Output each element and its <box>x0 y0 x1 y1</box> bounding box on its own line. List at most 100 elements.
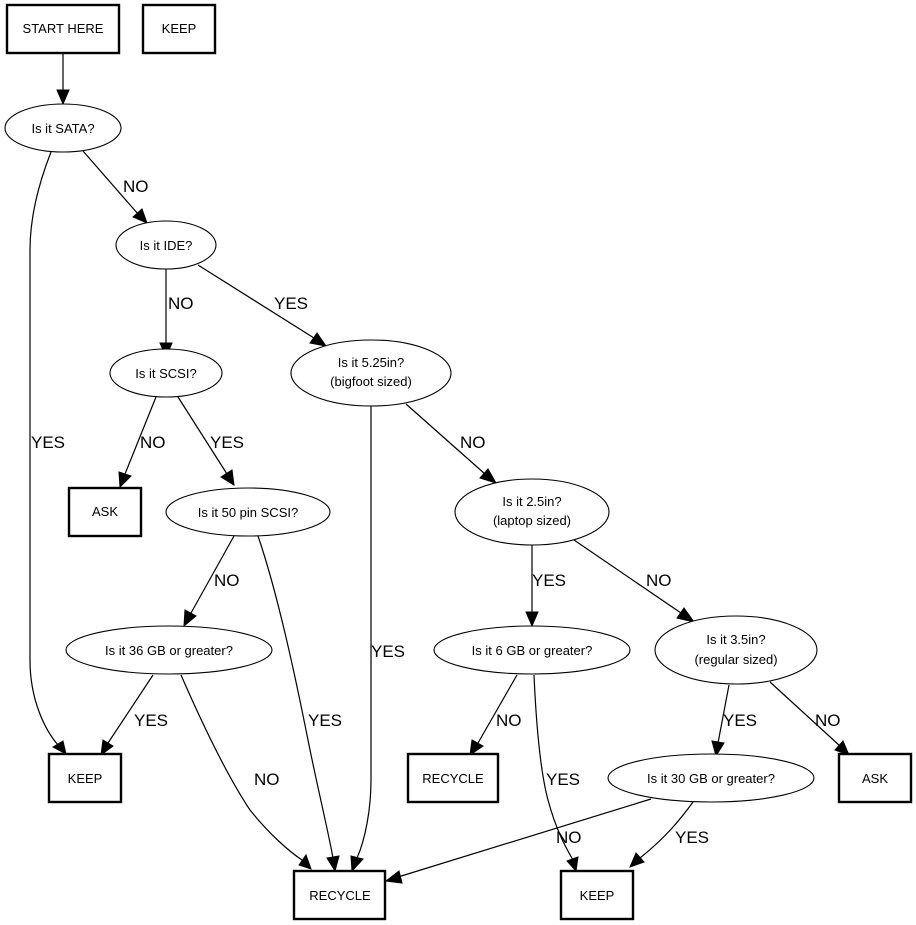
node-is-it-50-pin-scsi[interactable]: Is it 50 pin SCSI? <box>165 487 331 537</box>
edge-label-yes: YES <box>31 433 65 452</box>
edge-regular-gb30 <box>717 684 730 744</box>
arrowhead <box>118 471 132 489</box>
arrowhead <box>326 855 340 873</box>
edge-gb6-keep2 <box>533 674 574 861</box>
node-label: Is it 36 GB or greater? <box>105 643 233 658</box>
arrowhead <box>132 208 148 224</box>
edge-sata-keep1 <box>29 151 59 746</box>
edge-label-no: NO <box>254 770 280 789</box>
edge-label-yes: YES <box>134 711 168 730</box>
node-ask-2[interactable]: ASK <box>837 752 913 804</box>
edge-label-no: NO <box>556 828 582 847</box>
node-keep-1[interactable]: KEEP <box>47 752 123 804</box>
node-label: Is it 2.5in? <box>502 494 561 509</box>
arrowhead <box>676 607 696 623</box>
arrowhead <box>220 469 235 486</box>
node-label: Is it 3.5in? <box>706 632 765 647</box>
node-label: (regular sized) <box>694 652 777 667</box>
arrowhead <box>298 853 312 870</box>
node-is-it-36-gb[interactable]: Is it 36 GB or greater? <box>65 625 273 675</box>
arrowhead <box>469 739 484 757</box>
node-is-it-ide[interactable]: Is it IDE? <box>115 220 217 270</box>
edge-gb30-recycle <box>397 798 652 878</box>
edge-scsi50-gb36 <box>190 535 235 614</box>
edge-label-no: NO <box>123 177 149 196</box>
arrowhead <box>51 740 67 755</box>
arrowhead <box>350 855 364 873</box>
node-is-it-3-5in[interactable]: Is it 3.5in? (regular sized) <box>654 615 818 685</box>
nodes: START HERE KEEP Is it SATA? Is it IDE? I… <box>4 3 913 921</box>
edge-label-no: NO <box>646 571 672 590</box>
node-recycle-main[interactable]: RECYCLE <box>292 869 387 921</box>
node-is-it-30-gb[interactable]: Is it 30 GB or greater? <box>607 753 815 803</box>
arrowhead <box>629 852 645 868</box>
arrowhead <box>100 739 114 757</box>
arrowhead <box>834 740 850 756</box>
edge-label-yes: YES <box>308 711 342 730</box>
edge-label-yes: YES <box>546 770 580 789</box>
node-keep-2[interactable]: KEEP <box>559 869 635 921</box>
node-label: KEEP <box>580 888 615 903</box>
edge-sata-ide <box>82 150 139 215</box>
edge-gb36-recycle <box>180 674 303 861</box>
edge-bigfoot-laptop <box>405 403 486 475</box>
arrowhead <box>479 468 498 484</box>
edge-ide-bigfoot <box>197 264 315 339</box>
edge-scsi-ask1 <box>124 396 157 475</box>
node-ask-1[interactable]: ASK <box>67 486 143 538</box>
node-label: ASK <box>862 771 888 786</box>
edge-label-yes: YES <box>532 571 566 590</box>
node-label: ASK <box>92 504 118 519</box>
arrowhead <box>566 856 579 873</box>
node-label: (laptop sized) <box>493 513 571 528</box>
edge-gb36-keep1 <box>107 674 154 744</box>
node-recycle-1[interactable]: RECYCLE <box>406 752 500 804</box>
node-label: START HERE <box>23 21 104 36</box>
node-is-it-5-25in[interactable]: Is it 5.25in? (bigfoot sized) <box>290 339 452 407</box>
node-label: Is it SATA? <box>31 121 94 136</box>
node-is-it-6-gb[interactable]: Is it 6 GB or greater? <box>433 625 631 675</box>
edge-label-yes: YES <box>371 642 405 661</box>
edge-bigfoot-recycle <box>356 405 372 859</box>
node-keep-legend[interactable]: KEEP <box>141 3 217 55</box>
arrowhead <box>183 609 197 628</box>
edge-gb30-keep2 <box>639 801 694 859</box>
edge-label-no: NO <box>214 571 240 590</box>
edge-label-yes: YES <box>675 828 709 847</box>
node-is-it-scsi[interactable]: Is it SCSI? <box>109 348 223 398</box>
edge-label-yes: YES <box>723 711 757 730</box>
arrowhead <box>56 89 70 106</box>
node-label: Is it 6 GB or greater? <box>472 643 593 658</box>
arrowhead <box>309 332 328 347</box>
node-label: Is it 30 GB or greater? <box>647 771 775 786</box>
edge-label-no: NO <box>815 711 841 730</box>
node-label: Is it 5.25in? <box>338 355 405 370</box>
edge-scsi-scsi50 <box>177 396 228 475</box>
edge-label-no: NO <box>460 433 486 452</box>
node-label: Is it IDE? <box>140 238 193 253</box>
node-label: KEEP <box>68 771 103 786</box>
node-label: KEEP <box>162 21 197 36</box>
edge-regular-ask2 <box>769 681 841 747</box>
edge-label-yes: YES <box>210 433 244 452</box>
edge-label-no: NO <box>168 294 194 313</box>
node-is-it-2-5in[interactable]: Is it 2.5in? (laptop sized) <box>454 478 610 546</box>
edge-scsi50-recycle <box>257 535 334 859</box>
node-is-it-sata[interactable]: Is it SATA? <box>4 103 122 153</box>
node-label: RECYCLE <box>309 888 371 903</box>
node-start-here[interactable]: START HERE <box>5 3 121 55</box>
edge-gb6-recycle1 <box>477 674 518 744</box>
node-label: (bigfoot sized) <box>330 374 412 389</box>
edge-label-yes: YES <box>274 294 308 313</box>
node-label: Is it SCSI? <box>135 366 196 381</box>
edge-label-no: NO <box>496 711 522 730</box>
arrowhead <box>711 740 725 758</box>
edge-laptop-regular <box>573 539 682 614</box>
arrowhead <box>525 611 539 628</box>
node-label: Is it 50 pin SCSI? <box>198 505 298 520</box>
node-label: RECYCLE <box>422 771 484 786</box>
edge-label-no: NO <box>140 433 166 452</box>
edges: YES NO NO YES NO YES YES NO NO <box>29 53 850 884</box>
arrowhead <box>384 870 403 884</box>
